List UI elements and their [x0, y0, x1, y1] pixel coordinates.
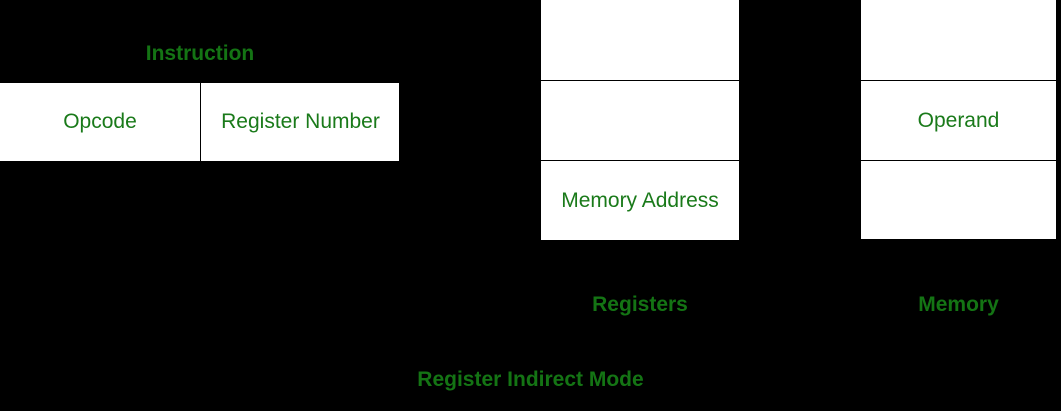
register-cell-3-memory-address: Memory Address	[541, 160, 739, 240]
instruction-field-opcode: Opcode	[63, 110, 137, 133]
memory-cell-1	[861, 0, 1056, 80]
memory-cell-3	[861, 160, 1056, 239]
instruction-field-register-number: Register Number	[200, 83, 400, 161]
register-cell-2	[541, 80, 739, 160]
instruction-label: Instruction	[145, 42, 255, 65]
registers-label: Registers	[592, 293, 688, 316]
diagram-caption: Register Indirect Mode	[417, 368, 644, 391]
memory-cell-2-operand: Operand	[861, 80, 1056, 160]
memory-label: Memory	[918, 293, 999, 316]
registers-box: Memory Address	[540, 0, 740, 241]
register-cell-1	[541, 0, 739, 80]
memory-box: Operand	[860, 0, 1057, 240]
instruction-box: Opcode Register Number	[0, 82, 400, 162]
